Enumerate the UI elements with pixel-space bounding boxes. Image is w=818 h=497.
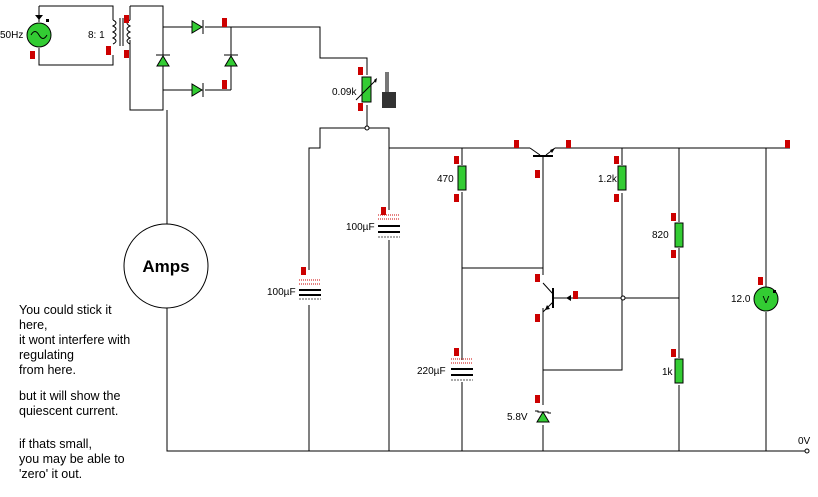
resistor-470: 470: [437, 156, 467, 202]
capacitor-100uf-top: 100µF: [346, 207, 400, 238]
capacitor-left-label: 100µF: [267, 287, 296, 298]
voltmeter-reading: 12.0: [731, 294, 751, 305]
note-line: 'zero' it out.: [19, 467, 83, 481]
potentiometer[interactable]: 0.09k: [332, 67, 396, 111]
note-line: from here.: [19, 363, 76, 377]
voltmeter: V 12.0: [731, 277, 779, 312]
transistor-error-amp: [535, 274, 578, 322]
transistor-pass: [514, 140, 571, 178]
capacitor-220-label: 220µF: [417, 366, 446, 377]
zener-label: 5.8V: [507, 412, 528, 423]
zener-diode: 5.8V: [507, 395, 551, 423]
note-block-1: You could stick it here, it wont interfe…: [19, 303, 130, 378]
voltmeter-symbol: V: [763, 295, 770, 306]
note-line: regulating: [19, 348, 74, 362]
resistor-820: 820: [652, 213, 684, 258]
note-line: it wont interfere with: [19, 333, 131, 347]
resistor-1-2k: 1.2k: [598, 156, 627, 202]
note-block-3: if thats small, you may be able to 'zero…: [19, 437, 125, 482]
pot-slider-knob[interactable]: [382, 92, 396, 108]
note-line: quiescent current.: [19, 404, 119, 418]
note-line: if thats small,: [19, 437, 92, 451]
note-line: You could stick it: [19, 303, 112, 317]
wiring: [38, 5, 806, 452]
ammeter-label: Amps: [142, 257, 189, 276]
ac-source: 50Hz: [0, 15, 52, 59]
bridge-rectifier: [156, 18, 238, 97]
resistor-1k: 1k: [662, 349, 684, 384]
capacitor-220uf: 220µF: [417, 348, 473, 381]
source-frequency-label: 50Hz: [0, 30, 23, 41]
ground-label: 0V: [798, 436, 811, 447]
probes: [364, 125, 810, 454]
note-line: but it will show the: [19, 389, 121, 403]
capacitor-top-label: 100µF: [346, 222, 375, 233]
note-line: you may be able to: [19, 452, 125, 466]
ammeter: Amps: [123, 223, 209, 309]
transformer: 8: 1: [88, 15, 132, 58]
resistor-470-label: 470: [437, 174, 454, 185]
resistor-820-label: 820: [652, 230, 669, 241]
transformer-ratio-label: 8: 1: [88, 30, 105, 41]
note-block-2: but it will show the quiescent current.: [19, 389, 120, 419]
pot-value-label: 0.09k: [332, 87, 357, 98]
note-line: here,: [19, 318, 48, 332]
resistor-1k-label: 1k: [662, 367, 674, 378]
capacitor-100uf-left: 100µF: [267, 267, 321, 300]
resistor-1-2k-label: 1.2k: [598, 174, 618, 185]
